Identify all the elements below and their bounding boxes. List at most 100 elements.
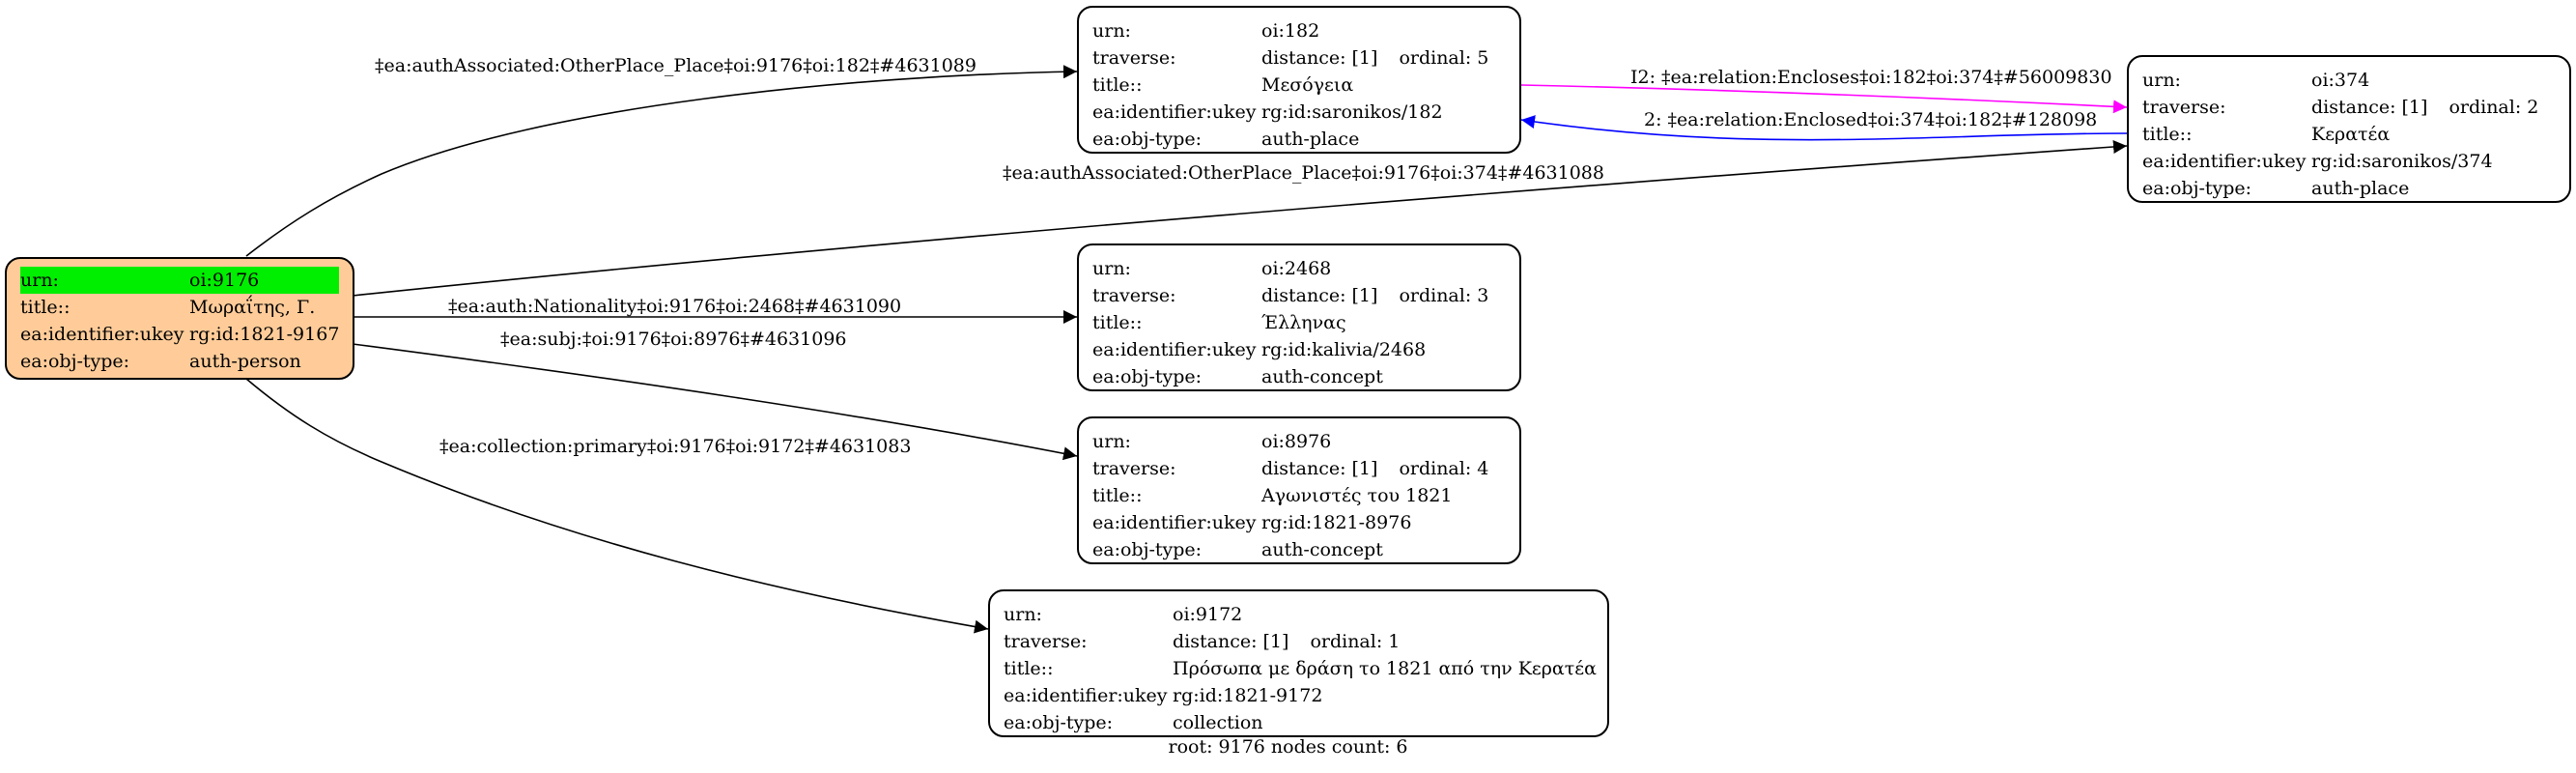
graph-footer: root: 9176 nodes count: 6 <box>1168 736 1408 758</box>
row-key: urn: <box>1004 604 1042 625</box>
row-value: rg:id:1821-9172 <box>1173 685 1323 706</box>
traverse-distance: distance: [1] <box>1173 631 1289 652</box>
node-oi-9176[interactable]: urn:oi:9176 title::Μωραΐτης, Γ. ea:ident… <box>5 257 354 380</box>
node-row-urn: urn:oi:9176 <box>20 267 339 294</box>
row-key: urn: <box>2142 70 2181 91</box>
row-value: Πρόσωπα με δράση το 1821 από την Κερατέα <box>1173 658 1597 679</box>
row-key: title:: <box>1092 74 1143 96</box>
row-value: auth-place <box>1261 129 1360 150</box>
edge-374-182 <box>1520 115 2128 141</box>
traverse-ordinal: ordinal: 4 <box>1399 458 1489 479</box>
node-row-traverse: traverse: distance: [1] ordinal: 3 <box>1092 282 1506 309</box>
node-row-traverse: traverse: distance: [1] ordinal: 1 <box>1004 628 1594 655</box>
node-row-title: title::Μωραΐτης, Γ. <box>20 294 339 321</box>
row-key: ea:identifier:ukey <box>1004 685 1168 706</box>
row-key: urn: <box>1092 20 1131 42</box>
traverse-ordinal: ordinal: 1 <box>1310 631 1401 652</box>
row-key: ea:identifier:ukey <box>1092 101 1257 123</box>
row-value: collection <box>1173 712 1263 733</box>
edge-label-9176-9172: ‡ea:collection:primary‡oi:9176‡oi:9172‡#… <box>439 436 912 457</box>
row-key: ea:obj-type: <box>1004 712 1114 733</box>
node-oi-182[interactable]: urn: oi:182 traverse: distance: [1] ordinal… <box>1077 6 1521 154</box>
traverse-distance: distance: [1] <box>2311 97 2428 118</box>
traverse-ordinal: ordinal: 2 <box>2449 97 2539 118</box>
row-key: urn: <box>1092 258 1131 279</box>
row-key: urn: <box>1092 431 1131 452</box>
node-row-title: title::Πρόσωπα με δράση το 1821 από την … <box>1004 655 1597 682</box>
row-key: title:: <box>2142 124 2193 145</box>
node-row-urn: urn: oi:182 <box>1092 17 1506 44</box>
node-row-urn: urn: oi:374 <box>2142 67 2556 94</box>
node-row-traverse: traverse: distance: [1] ordinal: 2 <box>2142 94 2556 121</box>
node-row-urn: urn: oi:9172 <box>1004 601 1594 628</box>
edge-9176-182 <box>245 65 1078 257</box>
node-row-objtype: ea:obj-type: collection <box>1004 709 1594 736</box>
traverse-ordinal: ordinal: 5 <box>1399 47 1489 69</box>
node-oi-9172[interactable]: urn: oi:9172 traverse: distance: [1] ordina… <box>988 589 1609 737</box>
row-value: rg:id:saronikos/182 <box>1261 101 1443 123</box>
edge-label-9176-8976: ‡ea:subj:‡oi:9176‡oi:8976‡#4631096 <box>500 329 847 350</box>
row-value: oi:374 <box>2311 70 2370 91</box>
row-value: auth-place <box>2311 178 2410 199</box>
node-row-objtype: ea:obj-type: auth-place <box>2142 175 2556 202</box>
row-key: ea:obj-type: <box>20 351 130 372</box>
row-key: traverse: <box>1004 631 1088 652</box>
edge-9176-8976 <box>352 343 1078 461</box>
row-value: Αγωνιστές του 1821 <box>1261 485 1453 506</box>
node-row-urn: urn: oi:8976 <box>1092 428 1506 455</box>
edge-9176-374 <box>352 140 2128 297</box>
row-key: title:: <box>1092 485 1143 506</box>
node-row-objtype: ea:obj-type:auth-concept <box>1092 363 1506 390</box>
traverse-distance: distance: [1] <box>1261 458 1378 479</box>
node-row-traverse: traverse: distance: [1] ordinal: 4 <box>1092 455 1506 482</box>
row-value: oi:182 <box>1261 20 1320 42</box>
row-value: rg:id:saronikos/374 <box>2311 151 2493 172</box>
node-row-urn: urn:oi:2468 <box>1092 255 1506 282</box>
row-key: title:: <box>1004 658 1054 679</box>
row-value: oi:8976 <box>1261 431 1332 452</box>
row-value: auth-concept <box>1261 539 1383 560</box>
node-row-objtype: ea:obj-type: auth-person <box>20 348 339 375</box>
row-value: rg:id:1821-9167 <box>189 324 340 345</box>
node-oi-2468[interactable]: urn:oi:2468 traverse: distance: [1] ordina… <box>1077 243 1521 391</box>
row-key: traverse: <box>1092 285 1176 306</box>
row-value: oi:9172 <box>1173 604 1243 625</box>
row-key: ea:obj-type: <box>2142 178 2252 199</box>
row-value: auth-person <box>189 351 301 372</box>
edge-182-374 <box>1520 84 2128 114</box>
edge-label-9176-2468: ‡ea:auth:Nationality‡oi:9176‡oi:2468‡#46… <box>448 296 902 317</box>
traverse-distance: distance: [1] <box>1261 47 1378 69</box>
edge-label-9176-374: ‡ea:authAssociated:OtherPlace_Place‡oi:9… <box>1003 162 1604 184</box>
row-value: Μεσόγεια <box>1261 74 1354 96</box>
row-key: traverse: <box>2142 97 2226 118</box>
traverse-distance: distance: [1] <box>1261 285 1378 306</box>
traverse-ordinal: ordinal: 3 <box>1399 285 1489 306</box>
row-value: rg:id:kalivia/2468 <box>1261 339 1427 360</box>
node-row-title: title::Έλληνας <box>1092 309 1506 336</box>
row-key: traverse: <box>1092 458 1176 479</box>
row-key: ea:identifier:ukey <box>1092 339 1257 360</box>
row-key: ea:obj-type: <box>1092 129 1203 150</box>
row-value: Μωραΐτης, Γ. <box>189 297 316 318</box>
row-key: ea:identifier:ukey <box>20 324 184 345</box>
row-key: ea:obj-type: <box>1092 366 1203 387</box>
row-key: traverse: <box>1092 47 1176 69</box>
node-oi-8976[interactable]: urn: oi:8976 traverse: distance: [1] ordina… <box>1077 416 1521 564</box>
node-row-title: title::Αγωνιστές του 1821 <box>1092 482 1506 509</box>
node-row-traverse: traverse: distance: [1] ordinal: 5 <box>1092 44 1506 72</box>
row-value: Κερατέα <box>2311 124 2391 145</box>
edge-label-9176-182: ‡ea:authAssociated:OtherPlace_Place‡oi:9… <box>375 55 977 76</box>
node-oi-374[interactable]: urn: oi:374 traverse: distance: [1] ordinal… <box>2127 55 2571 203</box>
edge-label-182-374: I2: ‡ea:relation:Encloses‡oi:182‡oi:374‡… <box>1630 67 2112 88</box>
node-row-objtype: ea:obj-type: auth-place <box>1092 126 1506 153</box>
row-key: ea:obj-type: <box>1092 539 1203 560</box>
edge-label-374-182: 2: ‡ea:relation:Enclosed‡oi:374‡oi:182‡#… <box>1644 109 2098 130</box>
row-key: urn: <box>20 267 189 294</box>
